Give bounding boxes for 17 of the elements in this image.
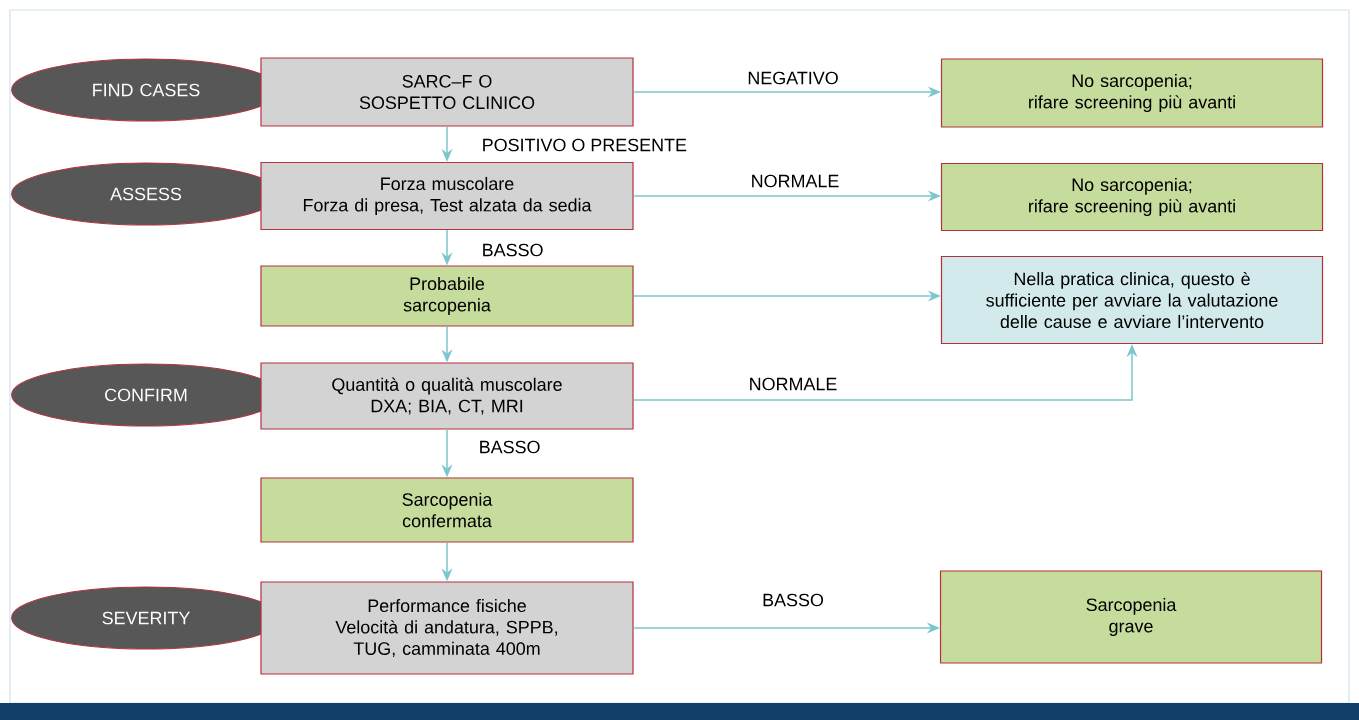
result-box: Sarcopenia grave bbox=[939, 570, 1323, 664]
step-box: Performance fisiche Velocità di andatura, SPPB, TUG, camminata 400m bbox=[260, 581, 634, 675]
result-box: No sarcopenia; rifare screening più avanti bbox=[940, 162, 1324, 232]
edge-label: BASSO bbox=[760, 592, 826, 608]
edge-label: NORMALE bbox=[747, 376, 839, 392]
step-box: SARC–F O SOSPETTO CLINICO bbox=[260, 57, 634, 127]
result-box: No sarcopenia; rifare screening più avanti bbox=[940, 58, 1324, 128]
edge-label: NORMALE bbox=[749, 173, 841, 189]
edge-label: POSITIVO O PRESENTE bbox=[480, 137, 689, 153]
edge-label: BASSO bbox=[477, 439, 542, 455]
step-box: Forza muscolare Forza di presa, Test alzata da sedia bbox=[260, 161, 634, 231]
note-box: Nella pratica clinica, questo è sufficiente per avviare la valutazione delle cause e avviare l’intervento bbox=[940, 255, 1324, 345]
step-box: Quantità o qualità muscolare DXA; BIA, CT, MRI bbox=[260, 362, 634, 430]
result-box: Sarcopenia confermata bbox=[260, 477, 634, 543]
result-box: Probabile sarcopenia bbox=[260, 265, 634, 327]
edge-label: BASSO bbox=[480, 242, 545, 258]
edge-label: NEGATIVO bbox=[745, 70, 841, 86]
